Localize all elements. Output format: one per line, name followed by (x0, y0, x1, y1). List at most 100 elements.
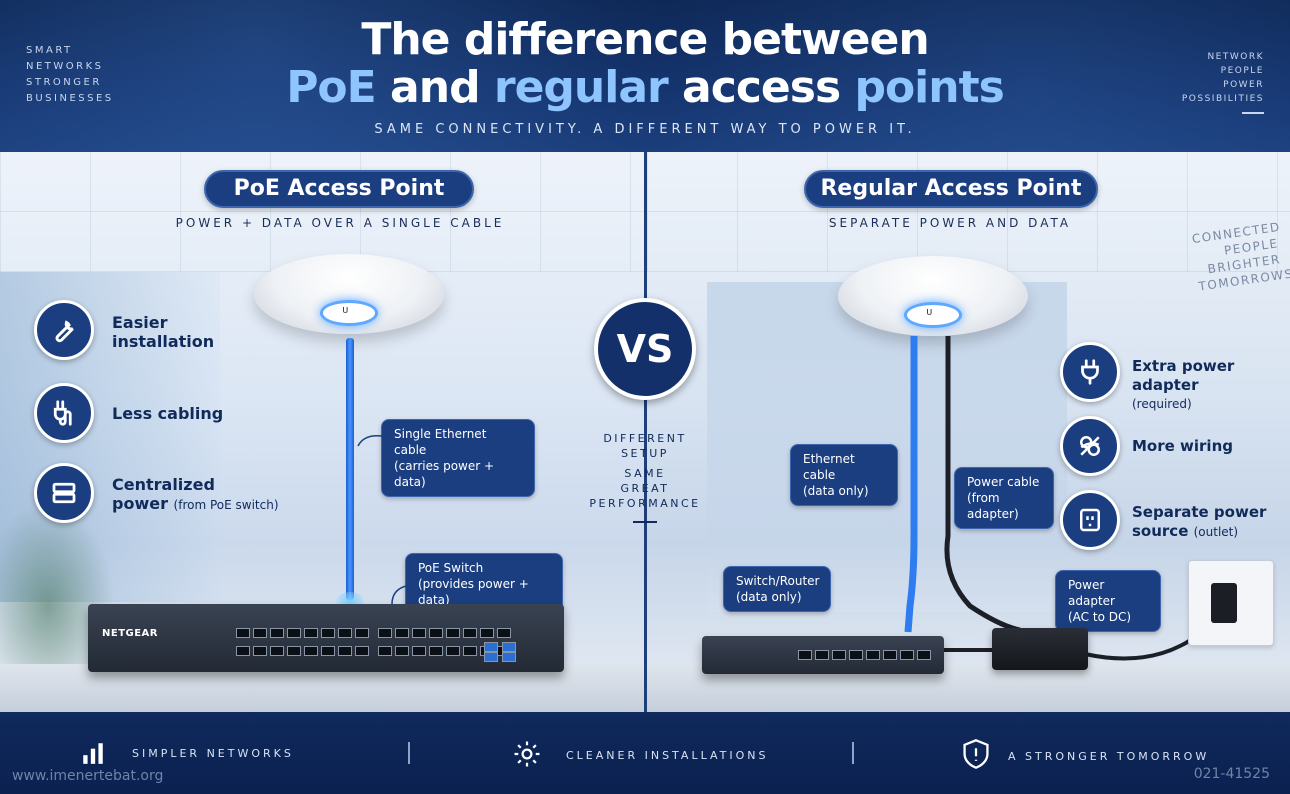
callout-text: (carries power + data) (394, 459, 495, 489)
watermark-website: www.imenertebat.org (12, 768, 164, 784)
feature-title: installation (112, 332, 215, 351)
footer-simpler-networks: SIMPLER NETWORKS (132, 747, 294, 760)
poe-access-point: ᴜ (254, 254, 444, 334)
callout-text: Switch/Router (736, 574, 820, 588)
page-title-line2: PoE and regular access points (0, 62, 1290, 113)
router-port (866, 650, 880, 660)
ap-logo: ᴜ (926, 305, 933, 318)
feature-title: Separate power (1132, 503, 1267, 521)
switch-port (480, 628, 494, 638)
title-points: points (854, 62, 1004, 113)
gear-icon (512, 739, 542, 773)
power-cable (944, 336, 1021, 633)
bar-chart-icon (80, 740, 106, 770)
desk (0, 664, 645, 712)
switch-port (287, 646, 301, 656)
footer-bar (0, 712, 1290, 794)
center-divider (644, 152, 647, 712)
tagline-right: NETWORK PEOPLE POWER POSSIBILITIES (1182, 50, 1264, 114)
callout-text: (AC to DC) (1068, 610, 1132, 624)
callout-arrow (357, 434, 383, 447)
footer-stronger-tomorrow: A STRONGER TOMORROW (1008, 750, 1210, 763)
header-banner: SMART NETWORKS STRONGER BUSINESSES The d… (0, 0, 1290, 152)
switch-port (236, 628, 250, 638)
center-text-same: SAME GREAT PERFORMANCE (575, 466, 715, 511)
feature-separate-power: Separate power source (outlet) (1132, 503, 1266, 542)
callout-arrow (391, 585, 407, 605)
switch-port (378, 646, 392, 656)
tagline-right-line: NETWORK (1207, 52, 1264, 62)
vs-badge: VS (594, 298, 696, 400)
feature-easier-installation: Easier installation (112, 313, 214, 351)
tagline-left-line: STRONGER (26, 77, 102, 88)
callout-ethernet-data-only: Ethernet cable (data only) (790, 444, 898, 506)
switch-port (412, 646, 426, 656)
tagline-left-line: SMART (26, 45, 73, 56)
sfp-port (484, 652, 498, 662)
feature-centralized-power: Centralized power (from PoE switch) (112, 475, 279, 515)
tagline-right-line: POSSIBILITIES (1181, 94, 1264, 104)
switch-port (321, 628, 335, 638)
center-dash (633, 521, 657, 523)
switch-port (270, 628, 284, 638)
tagline-left: SMART NETWORKS STRONGER BUSINESSES (26, 43, 114, 107)
switch-port (446, 646, 460, 656)
callout-text: Power cable (967, 475, 1040, 489)
router-port (883, 650, 897, 660)
switch-port (355, 646, 369, 656)
router-port (917, 650, 931, 660)
center-line: PERFORMANCE (589, 497, 701, 510)
switch-port (463, 628, 477, 638)
callout-text: PoE Switch (418, 561, 484, 575)
wall-outlet (1188, 560, 1274, 646)
callout-power-cable: Power cable (from adapter) (954, 467, 1054, 529)
router-port (815, 650, 829, 660)
feature-note: (from PoE switch) (173, 498, 279, 512)
sfp-port (484, 642, 498, 652)
title-regular: regular (493, 62, 669, 113)
tagline-right-line: PEOPLE (1220, 66, 1264, 76)
switch-port (446, 628, 460, 638)
feature-title: Extra power adapter (1132, 357, 1235, 394)
feature-title: Easier (112, 313, 168, 332)
wall-text: CONNECTED PEOPLE BRIGHTER TOMORROWS (1191, 219, 1290, 294)
footer-separator (408, 742, 410, 764)
switch-port (355, 628, 369, 638)
switch-port (270, 646, 284, 656)
shield-icon (962, 738, 990, 774)
callout-text: (from adapter) (967, 491, 1019, 521)
switch-router (702, 636, 944, 674)
led-ring (904, 302, 962, 328)
feature-less-cabling: Less cabling (112, 404, 224, 423)
feature-title: source (1132, 522, 1189, 540)
feature-title: Centralized (112, 475, 215, 494)
callout-text: (data only) (736, 590, 802, 604)
feature-extra-adapter: Extra power adapter (required) (1132, 357, 1290, 414)
ethernet-cable (904, 336, 918, 633)
callout-power-adapter: Power adapter (AC to DC) (1055, 570, 1161, 632)
center-text-different: DIFFERENT SETUP (575, 431, 715, 461)
poe-heading: PoE Access Point (204, 170, 474, 208)
callout-text: (data only) (803, 484, 869, 498)
switch-port (463, 646, 477, 656)
switch-port (253, 628, 267, 638)
router-port (900, 650, 914, 660)
router-port (832, 650, 846, 660)
switch-port (429, 646, 443, 656)
poe-subheading: POWER + DATA OVER A SINGLE CABLE (175, 216, 505, 230)
callout-text: Single Ethernet cable (394, 427, 487, 457)
center-line: SETUP (621, 447, 669, 460)
switch-port (378, 628, 392, 638)
tangle-icon (1060, 416, 1120, 476)
outlet-icon (1060, 490, 1120, 550)
tagline-right-line: POWER (1223, 80, 1264, 90)
plug-icon (1060, 342, 1120, 402)
wall-plug (1211, 583, 1237, 623)
switch-port (253, 646, 267, 656)
feature-title: power (112, 494, 168, 513)
callout-switch-router: Switch/Router (data only) (723, 566, 831, 612)
title-access: access (667, 62, 855, 113)
switch-port (304, 646, 318, 656)
regular-panel (647, 152, 1290, 712)
tagline-dash (1242, 112, 1264, 114)
